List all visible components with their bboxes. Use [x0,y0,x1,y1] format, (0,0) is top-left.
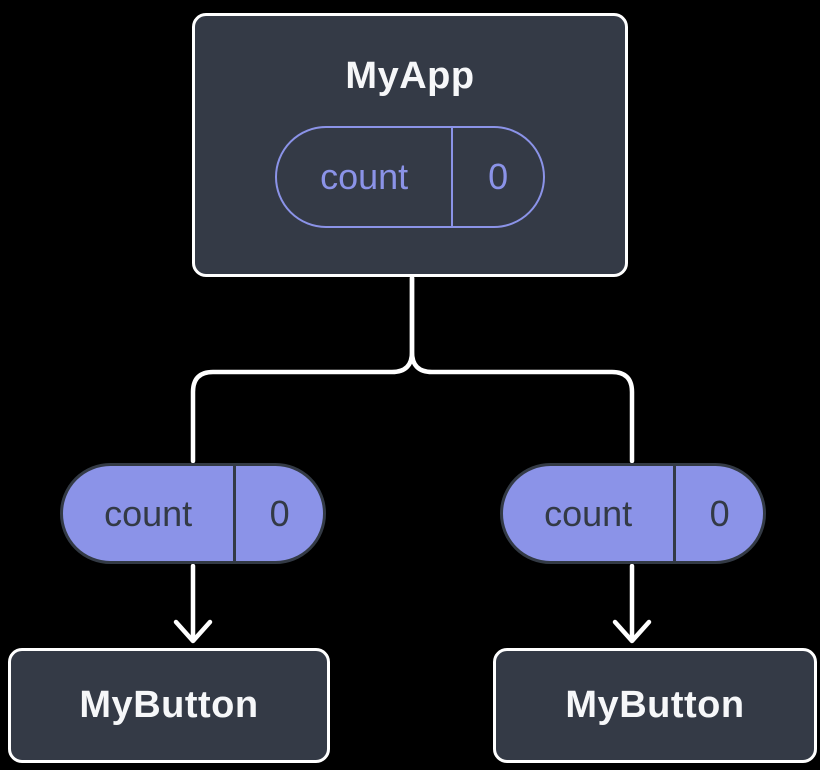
arrow-left [173,563,213,644]
state-pill-label: count [277,127,454,226]
prop-pill-right: count 0 [500,463,766,564]
prop-pill-right-label: count [503,466,677,561]
prop-pill-left-value: 0 [269,492,290,534]
prop-pill-left: count 0 [60,463,326,564]
state-pill: count 0 [275,125,545,228]
node-mybutton-left-title: MyButton [79,684,259,726]
prop-pill-right-value: 0 [709,492,730,534]
node-mybutton-right: MyButton [493,648,817,763]
prop-pill-left-label: count [63,466,237,561]
node-myapp: MyApp count 0 [192,13,628,277]
state-pill-value: 0 [488,155,509,197]
node-myapp-title: MyApp [345,55,475,97]
node-mybutton-left: MyButton [8,648,330,763]
branch-left-line [190,275,415,464]
branch-right-line [409,275,635,464]
node-mybutton-right-title: MyButton [565,684,745,726]
arrow-right [612,563,652,644]
